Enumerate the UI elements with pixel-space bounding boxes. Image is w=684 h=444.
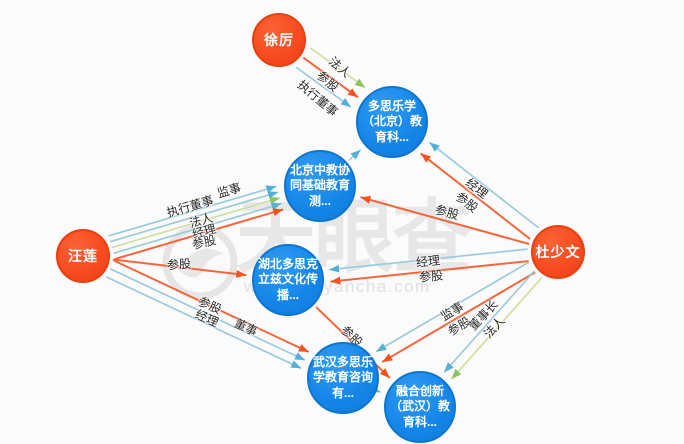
node-label: 多思乐学（北京）教育科... [362, 98, 423, 144]
node-label: 徐厉 [264, 32, 294, 48]
edge-dushaowen-ronghe-董事长 [443, 270, 535, 373]
person-node-wanglian[interactable]: 汪莲 [56, 229, 110, 283]
edge-wanglian-bj_zhongjiao-参股 [114, 208, 284, 260]
edge-wanglian-bj_zhongjiao-执行董事 [109, 191, 279, 243]
person-node-xuli[interactable]: 徐厉 [252, 13, 306, 67]
edge-bj_zhongjiao-duosi_bj [348, 149, 362, 161]
edge-xuli-duosi_bj-执行董事 [295, 66, 352, 108]
edge-wanglian-bj_zhongjiao-经理 [113, 202, 282, 255]
edge-wanglian-wuhan_duosi-董事 [105, 276, 302, 370]
company-node-hubei_duosi[interactable]: 湖北多思克立兹文化传播... [252, 244, 324, 316]
edge-xuli-duosi_bj-法人 [309, 47, 366, 89]
company-node-bj_zhongjiao[interactable]: 北京中教协同基础教育测... [284, 150, 356, 222]
edge-dushaowen-duosi_bj-经理 [428, 141, 540, 229]
edge-wanglian-bj_zhongjiao-法人 [111, 196, 280, 249]
edge-wanglian-wuhan_duosi-经理 [109, 267, 306, 361]
edge-dushaowen-hubei_duosi-参股 [330, 260, 529, 285]
node-label: 湖北多思克立兹文化传播... [258, 256, 319, 302]
edge-label: 参股 [418, 268, 444, 285]
edge-wanglian-hubei_duosi-参股 [112, 258, 247, 278]
edge-dushaowen-wuhan_duosi-参股 [381, 271, 536, 363]
edge-dushaowen-wuhan_duosi-监事 [375, 261, 530, 353]
edge-label: 参股 [166, 256, 192, 273]
edge-dushaowen-bj_zhongjiao-参股 [360, 196, 530, 245]
edge-xuli-duosi_bj-参股 [302, 56, 359, 99]
edge-dushaowen-duosi_bj-参股 [420, 152, 531, 240]
node-label: 汪莲 [68, 248, 98, 264]
edge-dushaowen-ronghe-法人 [451, 277, 543, 380]
company-node-ronghe[interactable]: 融合创新（武汉）教育科... [384, 371, 456, 443]
edge-wanglian-wuhan_duosi-参股 [113, 259, 310, 353]
node-label: 融合创新（武汉）教育科... [390, 383, 451, 429]
company-node-wuhan_duosi[interactable]: 武汉多思乐学教育咨询有... [307, 342, 379, 414]
node-label: 北京中教协同基础教育测... [290, 162, 351, 208]
node-label: 武汉多思乐学教育咨询有... [313, 354, 374, 400]
node-label: 杜少文 [535, 244, 581, 260]
edge-wanglian-bj_zhongjiao-监事 [108, 185, 277, 237]
person-node-dushaowen[interactable]: 杜少文 [531, 225, 585, 279]
edge-dushaowen-hubei_duosi-经理 [329, 248, 528, 273]
company-node-duosi_bj[interactable]: 多思乐学（北京）教育科... [356, 86, 428, 158]
